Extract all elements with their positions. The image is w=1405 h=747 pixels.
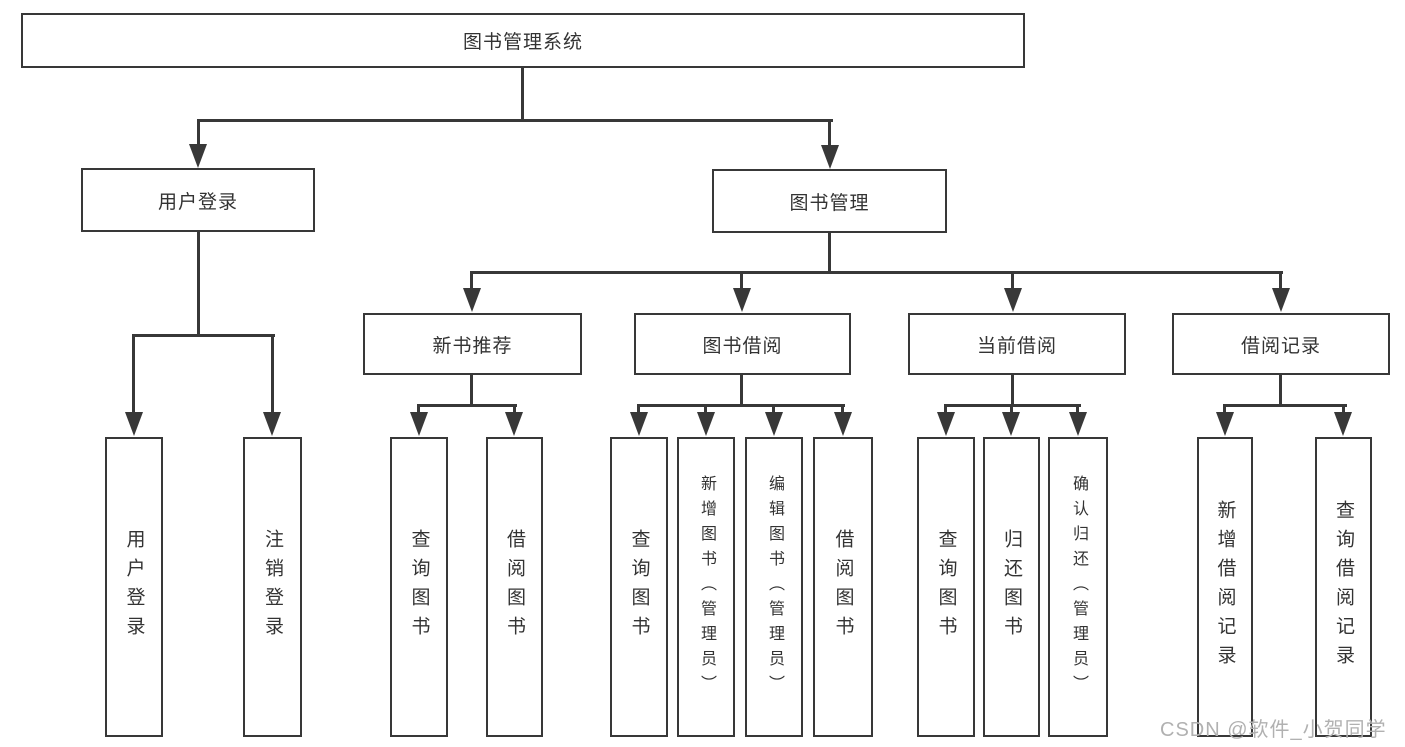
connector-line [470, 271, 473, 290]
connector-line [197, 230, 200, 336]
connector-line [1010, 404, 1013, 414]
node-borrow-records: 借阅记录 [1172, 313, 1390, 375]
leaf-bb-edit-books-admin: 编辑图书（管理员） [745, 437, 803, 737]
leaf-br-add-record: 新增借阅记录 [1197, 437, 1253, 737]
watermark-text: CSDN @软件_小贺同学 [1160, 719, 1387, 741]
connector-line [1279, 271, 1282, 290]
leaf-user-login: 用户登录 [105, 437, 163, 737]
node-borrow-records-label: 借阅记录 [1240, 335, 1321, 357]
connector-line [197, 119, 833, 122]
connector-line [1223, 404, 1347, 407]
arrow-head [410, 412, 428, 436]
connector-line [637, 404, 640, 414]
leaf-user-login-label: 用户登录 [123, 529, 145, 645]
arrow-head [834, 412, 852, 436]
connector-line [1076, 404, 1079, 414]
connector-line [271, 334, 274, 414]
arrow-head [1334, 412, 1352, 436]
arrow-head [505, 412, 523, 436]
connector-line [1279, 373, 1282, 406]
node-root: 图书管理系统 [21, 13, 1025, 68]
arrow-head [189, 144, 207, 168]
connector-line [470, 271, 1283, 274]
arrow-head [1216, 412, 1234, 436]
leaf-bb-add-books-admin-label: 新增图书（管理员） [698, 474, 715, 700]
arrow-head [1002, 412, 1020, 436]
leaf-nbr-query-books-label: 查询图书 [408, 529, 430, 645]
connector-line [521, 66, 524, 122]
node-book-borrow: 图书借阅 [634, 313, 851, 375]
leaf-cb-confirm-return-admin-label: 确认归还（管理员） [1070, 474, 1087, 700]
connector-line [944, 404, 947, 414]
connector-line [470, 373, 473, 407]
node-root-label: 图书管理系统 [462, 32, 583, 53]
leaf-nbr-borrow-books-label: 借阅图书 [504, 529, 525, 645]
connector-line [513, 404, 516, 414]
arrow-head [821, 145, 839, 169]
connector-line [417, 404, 420, 414]
connector-line [1223, 404, 1226, 414]
connector-line [417, 404, 517, 407]
leaf-bb-borrow-books: 借阅图书 [813, 437, 873, 737]
connector-line [197, 119, 200, 146]
leaf-bb-query-books-label: 查询图书 [628, 529, 650, 645]
arrow-head [263, 412, 281, 436]
node-current-borrow-label: 当前借阅 [976, 335, 1057, 357]
node-user-login-label: 用户登录 [157, 191, 238, 213]
node-new-book-recommend-label: 新书推荐 [432, 335, 513, 357]
node-book-mgmt-label: 图书管理 [789, 192, 870, 214]
leaf-nbr-query-books: 查询图书 [390, 437, 448, 737]
leaf-cb-query-books-label: 查询图书 [935, 529, 957, 645]
connector-line [1011, 271, 1014, 290]
connector-line [1342, 404, 1345, 414]
arrow-head [463, 288, 481, 312]
connector-line [772, 404, 775, 414]
arrow-head [1069, 412, 1087, 436]
leaf-cb-return-books-label: 归还图书 [1001, 529, 1022, 645]
node-book-borrow-label: 图书借阅 [702, 335, 783, 357]
arrow-head [125, 412, 143, 436]
connector-line [841, 404, 844, 414]
arrow-head [733, 288, 751, 312]
leaf-br-add-record-label: 新增借阅记录 [1214, 500, 1236, 674]
leaf-bb-add-books-admin: 新增图书（管理员） [677, 437, 735, 737]
node-new-book-recommend: 新书推荐 [363, 313, 582, 375]
leaf-cb-query-books: 查询图书 [917, 437, 975, 737]
connector-line [637, 404, 845, 407]
connector-line [132, 334, 275, 337]
connector-line [740, 271, 743, 290]
leaf-br-query-record-label: 查询借阅记录 [1333, 500, 1354, 674]
node-current-borrow: 当前借阅 [908, 313, 1126, 375]
leaf-br-query-record: 查询借阅记录 [1315, 437, 1372, 737]
connector-line [704, 404, 707, 414]
leaf-logout-login-label: 注销登录 [262, 529, 283, 645]
connector-line [828, 231, 831, 273]
leaf-bb-query-books: 查询图书 [610, 437, 668, 737]
leaf-logout-login: 注销登录 [243, 437, 302, 737]
arrow-head [630, 412, 648, 436]
connector-line [740, 373, 743, 407]
arrow-head [937, 412, 955, 436]
node-user-login: 用户登录 [81, 168, 315, 232]
connector-line [132, 334, 135, 414]
leaf-bb-edit-books-admin-label: 编辑图书（管理员） [766, 474, 783, 700]
node-book-mgmt: 图书管理 [712, 169, 947, 233]
leaf-bb-borrow-books-label: 借阅图书 [832, 529, 854, 645]
connector-line [828, 119, 831, 147]
arrow-head [697, 412, 715, 436]
arrow-head [1272, 288, 1290, 312]
connector-line [1011, 373, 1014, 407]
arrow-head [765, 412, 783, 436]
leaf-cb-return-books: 归还图书 [983, 437, 1040, 737]
leaf-nbr-borrow-books: 借阅图书 [486, 437, 543, 737]
arrow-head [1004, 288, 1022, 312]
leaf-cb-confirm-return-admin: 确认归还（管理员） [1048, 437, 1108, 737]
